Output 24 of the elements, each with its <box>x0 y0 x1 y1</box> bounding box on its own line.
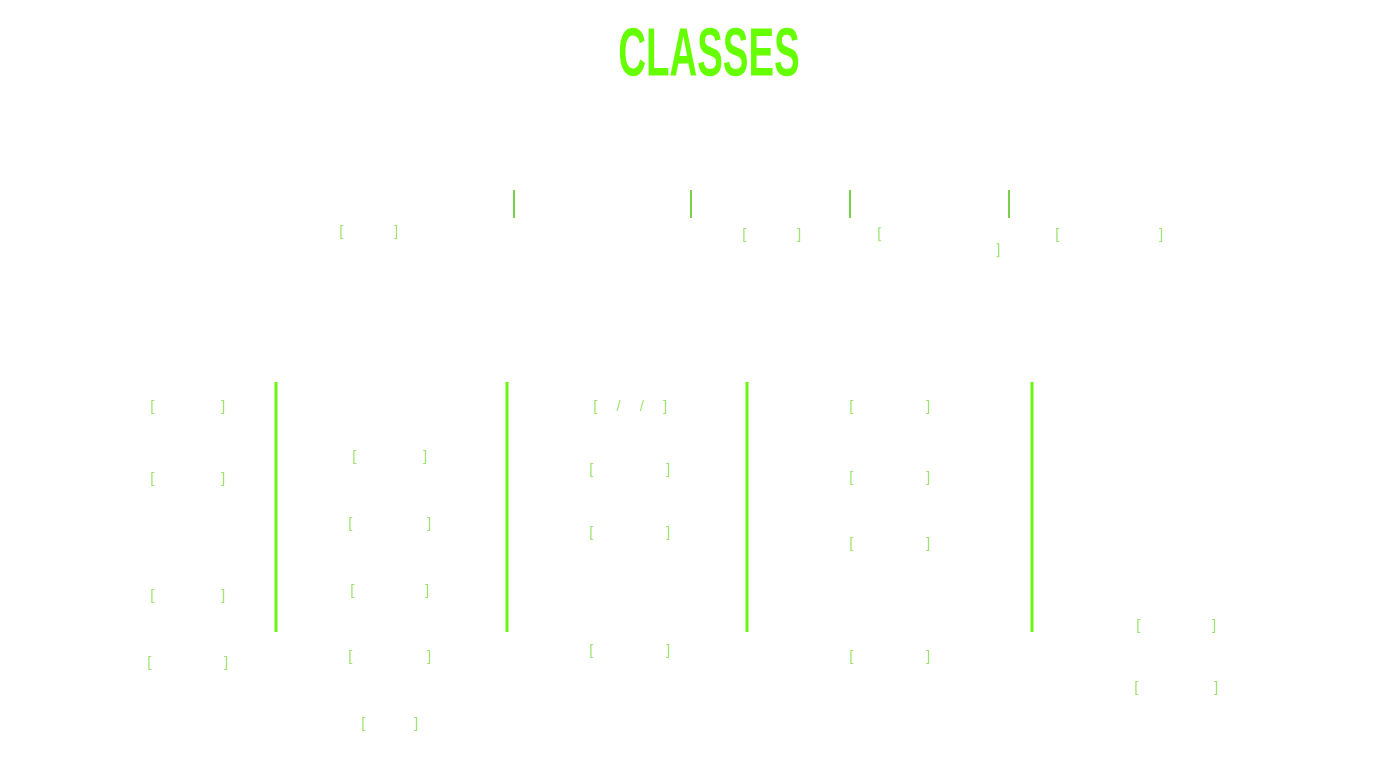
bracket-label: [ ] <box>1137 619 1216 633</box>
bracket-label: [ ] <box>151 472 225 486</box>
bracket-label: [ ] <box>1056 228 1163 242</box>
bracket-label: [ ] <box>850 471 930 485</box>
bracket-label: [ ] <box>148 656 228 670</box>
bracket-label: [ ] <box>850 537 930 551</box>
bracket-label: [ ] <box>590 463 670 477</box>
bracket-label: [ ] <box>353 450 427 464</box>
bracket-label: [ ] <box>151 400 225 414</box>
bracket-label: [ ] <box>340 225 398 239</box>
bracket-label: [ ] <box>590 644 670 658</box>
bracket-label: [ ] <box>362 717 418 731</box>
bracket-label: [ ] <box>349 650 431 664</box>
bracket-label: [ ] <box>349 517 431 531</box>
bracket-label: [ ] <box>590 526 670 540</box>
bracket-label: [ ] <box>743 228 801 242</box>
bracket-label: [ ] <box>151 589 225 603</box>
bracket-label: [ ] <box>850 400 930 414</box>
bracket-label: [ ] <box>1135 681 1218 695</box>
bracket-label: [ ] <box>850 650 930 664</box>
title: CLASSES <box>619 27 799 77</box>
bracket-label: [ ] <box>878 227 1000 258</box>
bracket-label: [ ] <box>351 584 429 598</box>
bracket-label: [ / / ] <box>594 400 667 414</box>
